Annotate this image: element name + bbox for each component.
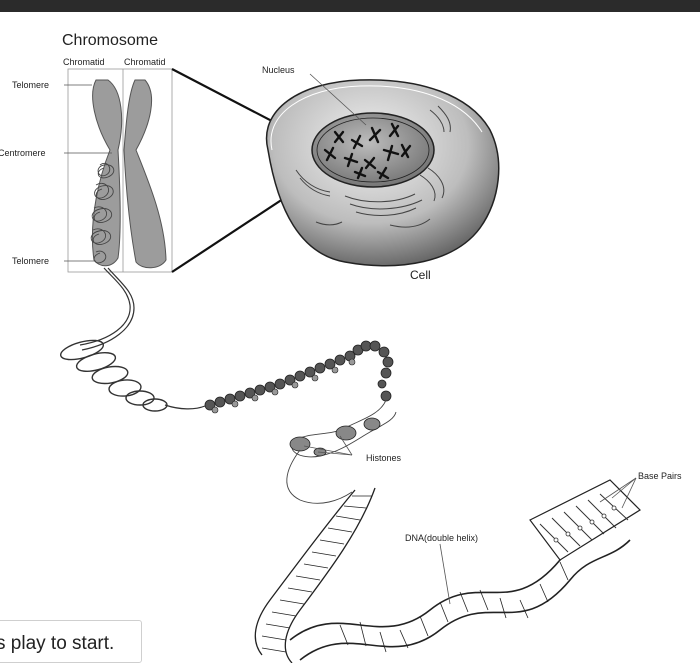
telomere-top-label: Telomere xyxy=(12,80,49,90)
caption-box xyxy=(0,620,142,663)
nucleus-label: Nucleus xyxy=(262,65,295,75)
dna-double-helix xyxy=(254,487,631,663)
chromosome xyxy=(64,68,173,273)
nucleus xyxy=(311,112,435,188)
base-pairs-ladder xyxy=(529,477,641,561)
base-pairs-label: Base Pairs xyxy=(638,471,682,481)
cell xyxy=(265,73,500,267)
cell-label: Cell xyxy=(410,268,431,282)
chromosome-title: Chromosome xyxy=(62,32,158,49)
caption-text: s play to start. xyxy=(0,633,115,654)
solenoid-fiber xyxy=(204,340,394,414)
top-bar xyxy=(0,0,700,12)
chromatid-label-right: Chromatid xyxy=(124,57,166,67)
chromosome-diagram: Chromosome Chromatid Chromatid Telomere … xyxy=(0,32,682,663)
telomere-bottom-label: Telomere xyxy=(12,256,49,266)
nucleosomes xyxy=(286,399,397,504)
dna-label: DNA(double helix) xyxy=(405,533,478,543)
histones-label: Histones xyxy=(366,453,402,463)
centromere-label: Centromere xyxy=(0,148,46,158)
chromatid-label-left: Chromatid xyxy=(63,57,105,67)
chromatin-fiber xyxy=(59,267,206,412)
